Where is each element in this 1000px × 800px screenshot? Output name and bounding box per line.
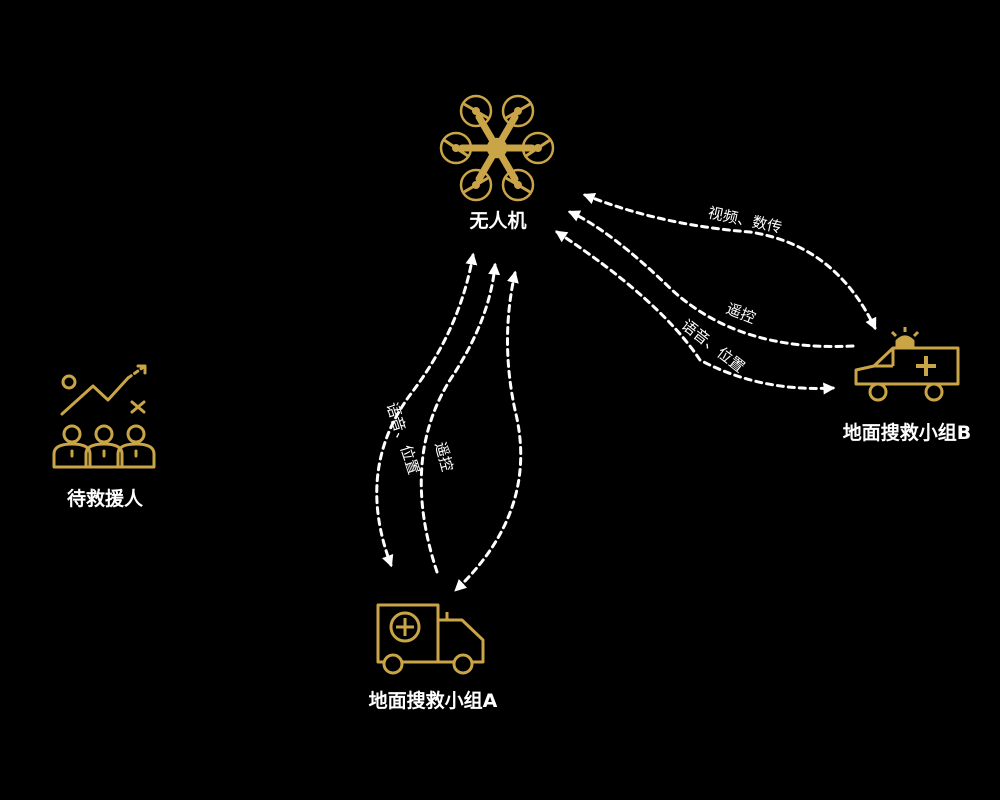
label-remote-b: 遥控 <box>724 299 759 327</box>
people-plan-icon <box>52 364 156 469</box>
node-label-drone: 无人机 <box>469 210 527 232</box>
arrow-team-b-to-drone-remote <box>567 210 855 348</box>
link-arrows-team-b <box>554 192 877 395</box>
ambulance-icon <box>854 327 960 402</box>
node-label-victims: 待救援人 <box>66 488 143 510</box>
label-voice-position-a: 语音、位置 <box>383 400 423 477</box>
arrow-team-b-voice-position <box>554 230 836 395</box>
arrow-team-a-to-drone-remote <box>419 262 501 574</box>
ambulance-icon <box>376 603 485 675</box>
hexacopter-drone-icon <box>439 94 555 202</box>
node-label-team-a: 地面搜救小组A <box>368 690 498 712</box>
arrow-drone-to-team-a <box>454 270 523 592</box>
link-arrows-team-a <box>375 252 523 592</box>
node-label-team-b: 地面搜救小组B <box>842 422 972 444</box>
label-remote-a: 遥控 <box>431 440 456 474</box>
